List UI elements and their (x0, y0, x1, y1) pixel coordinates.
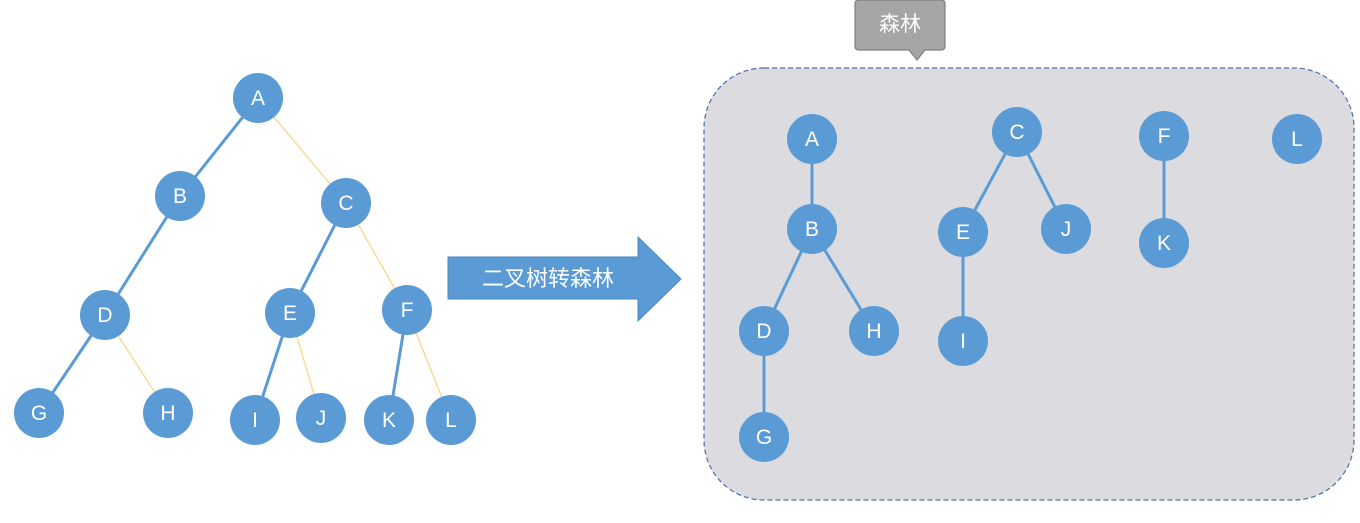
node-circle (426, 395, 476, 445)
binary-tree-nodes: A B C D E F G H I J K L (14, 73, 476, 445)
callout-label: 森林 (879, 12, 921, 36)
node-circle (1272, 114, 1322, 164)
node-circle (787, 114, 837, 164)
node-label: E (283, 302, 297, 325)
forest-node-d: D (739, 306, 789, 356)
node-circle (296, 393, 346, 443)
node-circle (155, 171, 205, 221)
node-label: E (956, 221, 970, 244)
node-label: L (1291, 128, 1303, 151)
callout-shape (854, 0, 946, 61)
node-circle (143, 388, 193, 438)
arrow-shape (447, 235, 682, 323)
bt-node-e: E (265, 288, 315, 338)
forest-node-f: F (1139, 111, 1189, 161)
node-label: H (160, 402, 175, 425)
node-label: F (1158, 125, 1171, 148)
node-circle (1139, 111, 1189, 161)
node-circle (14, 388, 64, 438)
node-circle (230, 395, 280, 445)
node-label: A (251, 87, 265, 110)
node-label: J (1061, 218, 1072, 241)
node-label: B (173, 185, 187, 208)
forest-nodes: A B D H G C E J I F K L (739, 107, 1322, 462)
forest-node-g: G (739, 412, 789, 462)
node-circle (265, 288, 315, 338)
node-label: G (31, 402, 47, 425)
node-circle (787, 204, 837, 254)
node-circle (739, 412, 789, 462)
arrow-label: 二叉树转森林 (482, 267, 614, 292)
node-circle (233, 73, 283, 123)
node-circle (938, 316, 988, 366)
bt-node-l: L (426, 395, 476, 445)
forest-node-a: A (787, 114, 837, 164)
forest-node-i: I (938, 316, 988, 366)
node-label: I (252, 409, 258, 432)
node-circle (80, 290, 130, 340)
bt-node-c: C (321, 178, 371, 228)
bt-node-d: D (80, 290, 130, 340)
node-label: I (960, 330, 966, 353)
bt-node-a: A (233, 73, 283, 123)
forest-node-j: J (1041, 204, 1091, 254)
node-circle (321, 178, 371, 228)
node-label: L (445, 409, 457, 432)
node-label: G (756, 426, 772, 449)
binary-tree-edges (37, 96, 452, 422)
node-circle (739, 306, 789, 356)
forest-node-b: B (787, 204, 837, 254)
forest-node-c: C (992, 107, 1042, 157)
forest-node-h: H (849, 306, 899, 356)
node-circle (382, 285, 432, 335)
node-circle (849, 306, 899, 356)
forest-container (703, 67, 1355, 501)
node-label: D (97, 304, 112, 327)
node-label: F (401, 299, 414, 322)
node-circle (1139, 218, 1189, 268)
forest-callout: 森林 (854, 0, 946, 61)
node-label: H (866, 320, 881, 343)
node-label: K (1157, 232, 1171, 255)
bt-node-j: J (296, 393, 346, 443)
node-label: D (756, 320, 771, 343)
node-circle (364, 395, 414, 445)
node-label: J (316, 407, 327, 430)
node-circle (938, 207, 988, 257)
node-label: B (805, 218, 819, 241)
forest-node-k: K (1139, 218, 1189, 268)
bt-node-i: I (230, 395, 280, 445)
node-circle (1041, 204, 1091, 254)
node-label: A (805, 128, 819, 151)
bt-node-f: F (382, 285, 432, 335)
node-label: K (382, 409, 396, 432)
bt-node-b: B (155, 171, 205, 221)
bt-node-g: G (14, 388, 64, 438)
forest-node-e: E (938, 207, 988, 257)
transform-arrow: 二叉树转森林 (447, 235, 682, 323)
node-circle (992, 107, 1042, 157)
bt-node-k: K (364, 395, 414, 445)
node-label: C (338, 192, 353, 215)
forest-node-l: L (1272, 114, 1322, 164)
bt-node-h: H (143, 388, 193, 438)
node-label: C (1009, 121, 1024, 144)
